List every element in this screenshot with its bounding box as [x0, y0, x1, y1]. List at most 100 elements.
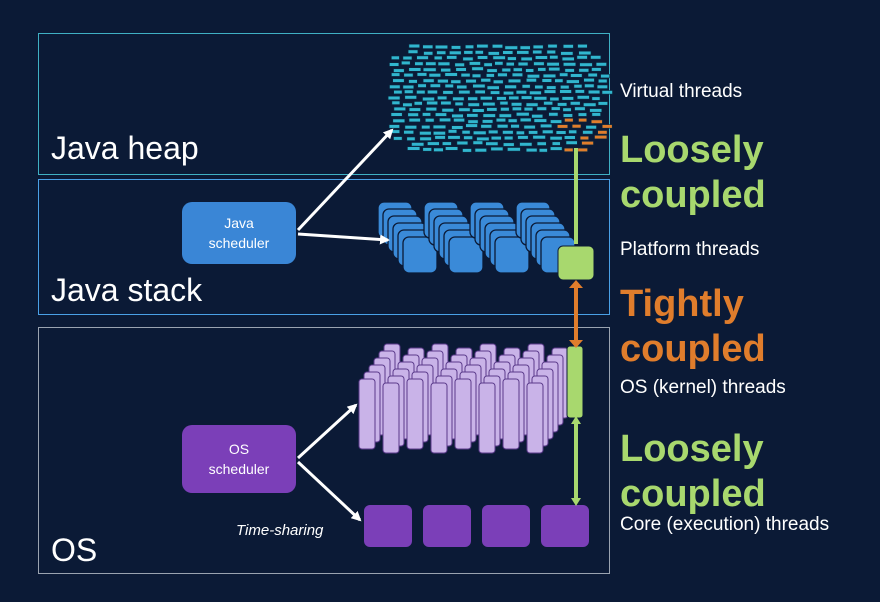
virtual-thread: [432, 131, 446, 136]
virtual-thread: [487, 51, 500, 56]
virtual-thread: [555, 130, 567, 135]
virtual-thread: [416, 55, 429, 60]
virtual-thread: [402, 55, 413, 61]
virtual-thread: [464, 44, 474, 49]
virtual-thread: [483, 62, 493, 67]
scheduler-arrows: [296, 128, 394, 522]
virtual-thread: [574, 89, 585, 94]
virtual-thread: [510, 124, 520, 129]
virtual-thread: [496, 124, 509, 129]
virtual-thread: [423, 51, 434, 56]
virtual-thread: [517, 61, 529, 67]
virtual-thread: [563, 135, 576, 140]
virtual-thread: [587, 89, 601, 95]
virtual-thread: [421, 125, 431, 130]
virtual-thread: [554, 78, 564, 83]
arrow-java-to-platform: [297, 232, 390, 245]
virtual-thread: [408, 107, 421, 112]
virtual-thread: [563, 147, 574, 153]
virtual-thread: [526, 74, 540, 79]
virtual-thread: [542, 129, 554, 134]
virtual-thread: [465, 79, 477, 84]
virtual-thread: [590, 55, 602, 60]
virtual-thread: [577, 112, 588, 117]
virtual-thread: [540, 123, 553, 128]
virtual-thread: [492, 79, 504, 84]
virtual-thread: [474, 148, 487, 153]
virtual-thread: [591, 112, 601, 117]
virtual-thread: [597, 78, 608, 84]
virtual-thread: [525, 68, 534, 73]
virtual-thread: [562, 107, 572, 112]
virtual-thread: [505, 61, 515, 67]
virtual-thread: [391, 100, 401, 105]
virtual-thread: [536, 141, 547, 146]
virtual-thread: [536, 106, 547, 111]
kernel-threads-label: OS (kernel) threads: [620, 377, 786, 398]
virtual-thread: [442, 90, 454, 95]
virtual-thread: [515, 112, 530, 117]
virtual-thread: [538, 148, 548, 153]
virtual-thread: [517, 135, 529, 140]
virtual-thread: [391, 72, 401, 77]
virtual-thread: [502, 142, 515, 147]
virtual-thread: [546, 49, 556, 55]
kernel-thread: [430, 382, 448, 454]
virtual-thread: [577, 147, 588, 153]
platform-thread: [402, 236, 438, 274]
virtual-thread: [393, 136, 403, 141]
virtual-thread: [585, 125, 597, 130]
virtual-thread: [501, 67, 511, 73]
virtual-thread: [486, 68, 498, 73]
virtual-thread: [573, 84, 583, 89]
virtual-thread: [557, 102, 568, 107]
platform-thread: [494, 236, 530, 274]
virtual-thread: [422, 44, 434, 49]
core-thread: [541, 505, 589, 547]
virtual-thread: [512, 67, 523, 72]
virtual-thread: [543, 101, 553, 106]
virtual-thread: [422, 67, 437, 72]
virtual-thread: [450, 79, 462, 84]
virtual-thread: [560, 85, 570, 90]
core-thread: [482, 505, 530, 547]
virtual-thread: [422, 96, 435, 102]
virtual-thread: [541, 78, 552, 83]
platform-threads-grid: [377, 201, 595, 281]
virtual-thread: [581, 141, 594, 146]
virtual-thread: [434, 135, 446, 140]
virtual-thread: [520, 95, 533, 100]
virtual-thread: [577, 43, 588, 49]
virtual-thread: [595, 62, 607, 67]
virtual-thread: [503, 135, 514, 141]
virtual-thread: [504, 45, 518, 50]
virtual-thread: [579, 62, 593, 67]
virtual-thread: [576, 95, 590, 100]
virtual-thread: [452, 96, 465, 101]
virtual-thread: [525, 102, 539, 107]
virtual-thread: [550, 119, 563, 124]
virtual-thread: [407, 146, 421, 151]
java-heap-panel: Java heap: [38, 33, 610, 175]
virtual-thread: [507, 147, 521, 152]
coupling-connectors: [569, 148, 583, 506]
kernel-thread: [526, 382, 544, 454]
virtual-thread: [393, 106, 406, 111]
core-threads-row: [364, 505, 589, 547]
virtual-thread: [417, 83, 427, 88]
virtual-thread: [408, 79, 418, 84]
virtual-thread: [490, 90, 500, 95]
virtual-thread: [510, 102, 523, 107]
virtual-thread: [476, 43, 489, 49]
virtual-thread: [497, 72, 508, 77]
virtual-thread: [511, 106, 522, 111]
virtual-thread: [486, 85, 500, 90]
virtual-thread: [445, 146, 459, 151]
virtual-threads-label: Virtual threads: [620, 81, 743, 102]
virtual-thread: [455, 67, 467, 72]
virtual-thread: [425, 61, 437, 66]
virtual-thread: [407, 49, 419, 54]
virtual-thread: [579, 135, 589, 141]
virtual-thread: [549, 146, 563, 151]
virtual-thread: [419, 131, 432, 136]
